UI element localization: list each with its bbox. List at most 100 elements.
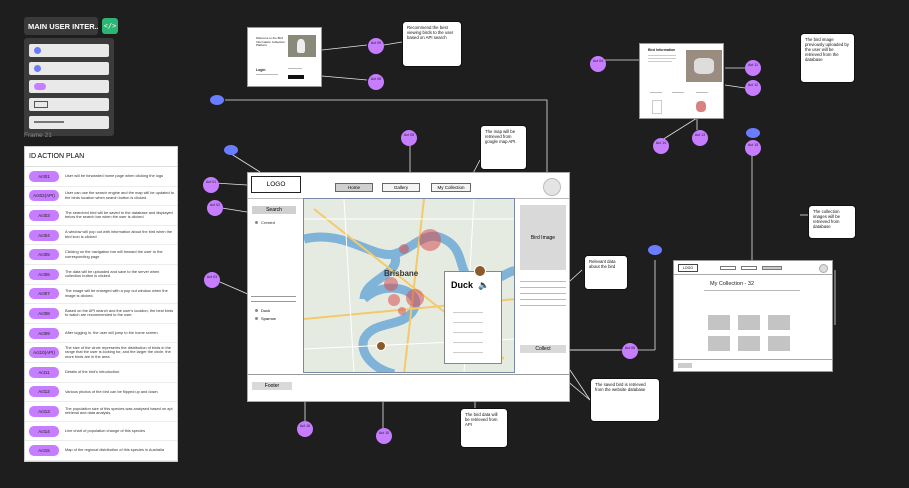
act-id-badge[interactable]: Act01 <box>29 170 59 182</box>
bird-image-placeholder[interactable]: Bird Image <box>520 205 566 270</box>
component-row[interactable] <box>29 116 109 129</box>
act-id-badge[interactable]: Act03 <box>29 209 59 221</box>
nav-my-collection[interactable] <box>762 266 782 270</box>
act-id-badge[interactable]: Act15 <box>29 445 59 457</box>
component-row[interactable] <box>29 44 109 57</box>
blue-dot-icon <box>34 47 41 54</box>
blue-marker-icon[interactable] <box>210 95 224 105</box>
collect-button[interactable]: Collect <box>520 345 566 353</box>
collection-item[interactable] <box>738 315 760 330</box>
component-row[interactable] <box>29 98 109 111</box>
blue-marker-icon[interactable] <box>648 245 662 255</box>
nav-gallery[interactable]: Gallery <box>382 183 420 192</box>
act-id-badge[interactable]: Act06 <box>29 268 59 280</box>
act-description: Line chart of population change of this … <box>65 427 146 433</box>
distribution-circle[interactable] <box>384 277 398 291</box>
act-marker[interactable]: Act 02 <box>207 200 223 216</box>
bird-image-label: Bird Image <box>530 235 556 241</box>
nav-home[interactable] <box>720 266 736 270</box>
nav-home[interactable]: Home <box>335 183 373 192</box>
detail-heading: Bird Information <box>648 48 676 52</box>
login-button[interactable] <box>288 75 304 79</box>
collection-item[interactable] <box>708 315 730 330</box>
distribution-circle[interactable] <box>398 307 406 315</box>
annotation-relevant-data: Relevant data about the bird <box>584 255 628 290</box>
distribution-circle[interactable] <box>406 289 424 307</box>
code-icon[interactable]: </> <box>102 18 118 34</box>
act-description: The data will be uploaded and save to th… <box>65 268 160 279</box>
act-marker[interactable]: Act 13 <box>692 130 708 146</box>
distribution-circle[interactable] <box>399 244 409 254</box>
bird-detail-thumbnail[interactable]: Bird Information <box>639 43 724 119</box>
act-description: The population size of this species was … <box>65 405 173 416</box>
collection-item[interactable] <box>738 336 760 351</box>
act-id-badge[interactable]: Act09 <box>29 327 59 339</box>
logo[interactable]: LOGO <box>251 176 301 193</box>
action-plan-row: Act14 Line chart of population change of … <box>25 422 177 442</box>
bird-photo[interactable] <box>686 50 722 82</box>
act-description: Clicking on the navigation bar will forw… <box>65 249 163 259</box>
bullet-icon <box>255 221 258 224</box>
bird-marker-icon[interactable] <box>376 341 386 351</box>
legend-sparrow: Sparrow <box>255 316 276 321</box>
act-marker[interactable]: Act 03 <box>204 272 220 288</box>
act-marker[interactable]: Act 10 <box>376 428 392 444</box>
act-marker[interactable]: Act 09 <box>368 38 384 54</box>
act-marker[interactable]: Act 04 <box>590 56 606 72</box>
distribution-circle[interactable] <box>419 229 441 251</box>
act-marker[interactable]: Act 06 <box>622 343 638 359</box>
collection-logo[interactable]: LOGO <box>678 264 698 272</box>
bird-popup[interactable]: Duck 🔈 <box>444 271 502 364</box>
act-marker[interactable]: Act 14 <box>653 138 669 154</box>
act-description: User can use the search engine and the m… <box>65 190 175 200</box>
act-marker[interactable]: Act 12 <box>745 80 761 96</box>
act-id-badge[interactable]: Act05 <box>29 249 59 261</box>
action-plan-row: Act12 Various photos of the bird can be f… <box>25 383 177 403</box>
page-title[interactable]: MAIN USER INTER... <box>24 17 98 35</box>
act-id-badge[interactable]: Act07 <box>29 288 59 300</box>
act-id-badge[interactable]: Act14 <box>29 425 59 437</box>
login-label: Login <box>256 68 266 72</box>
act-id-badge[interactable]: Act11 <box>29 366 59 378</box>
collection-item[interactable] <box>768 315 790 330</box>
search-button[interactable]: Search <box>252 206 296 214</box>
act-id-badge[interactable]: Act02(API) <box>29 190 59 202</box>
act-id-badge[interactable]: Act13 <box>29 405 59 417</box>
avatar[interactable] <box>543 178 561 196</box>
act-marker[interactable]: Act 08 <box>368 74 384 90</box>
act-id-badge[interactable]: Act10(API) <box>29 347 59 359</box>
distribution-circle[interactable] <box>388 294 400 306</box>
act-id-badge[interactable]: Act04 <box>29 229 59 241</box>
collection-item[interactable] <box>708 336 730 351</box>
component-row[interactable] <box>29 62 109 75</box>
act-marker[interactable]: Act 01 <box>203 177 219 193</box>
speaker-icon[interactable]: 🔈 <box>478 280 490 290</box>
act-marker[interactable]: Act 16 <box>297 421 313 437</box>
collection-ui-wireframe: LOGO My Collection - 32 <box>673 260 833 372</box>
blue-marker-icon[interactable] <box>746 128 760 138</box>
act-marker[interactable]: Act 05 <box>401 130 417 146</box>
bird-marker-icon[interactable] <box>474 265 486 277</box>
search-result-item[interactable]: Crested <box>255 220 275 225</box>
nav-my-collection[interactable]: My Collection <box>431 183 471 192</box>
component-row[interactable] <box>29 80 109 93</box>
collection-item[interactable] <box>768 336 790 351</box>
avatar[interactable] <box>819 264 828 273</box>
act-description: After logging in, the user will jump to … <box>65 329 159 335</box>
blue-marker-icon[interactable] <box>224 145 238 155</box>
action-plan-row: Act06 The data will be uploaded and save … <box>25 265 177 285</box>
act-id-badge[interactable]: Act08 <box>29 307 59 319</box>
badge-icon <box>34 83 46 90</box>
collection-footer <box>678 363 692 368</box>
component-panel <box>24 38 114 136</box>
bird-distribution-map[interactable]: Brisbane Duck 🔈 <box>303 198 515 373</box>
action-plan-row: Act02(API) User can use the search engine… <box>25 187 177 207</box>
act-marker[interactable]: Act 11 <box>745 60 761 76</box>
pelican-image[interactable] <box>288 35 316 57</box>
nav-gallery[interactable] <box>741 266 757 270</box>
login-screen-thumbnail[interactable]: Welcome to the Bird Information Collecti… <box>247 27 322 87</box>
act-marker[interactable]: Act 15 <box>745 140 761 156</box>
act-description: Various photos of the bird can be flippe… <box>65 388 158 394</box>
act-id-badge[interactable]: Act12 <box>29 386 59 398</box>
act-description: A window will pop out with information a… <box>65 229 173 240</box>
